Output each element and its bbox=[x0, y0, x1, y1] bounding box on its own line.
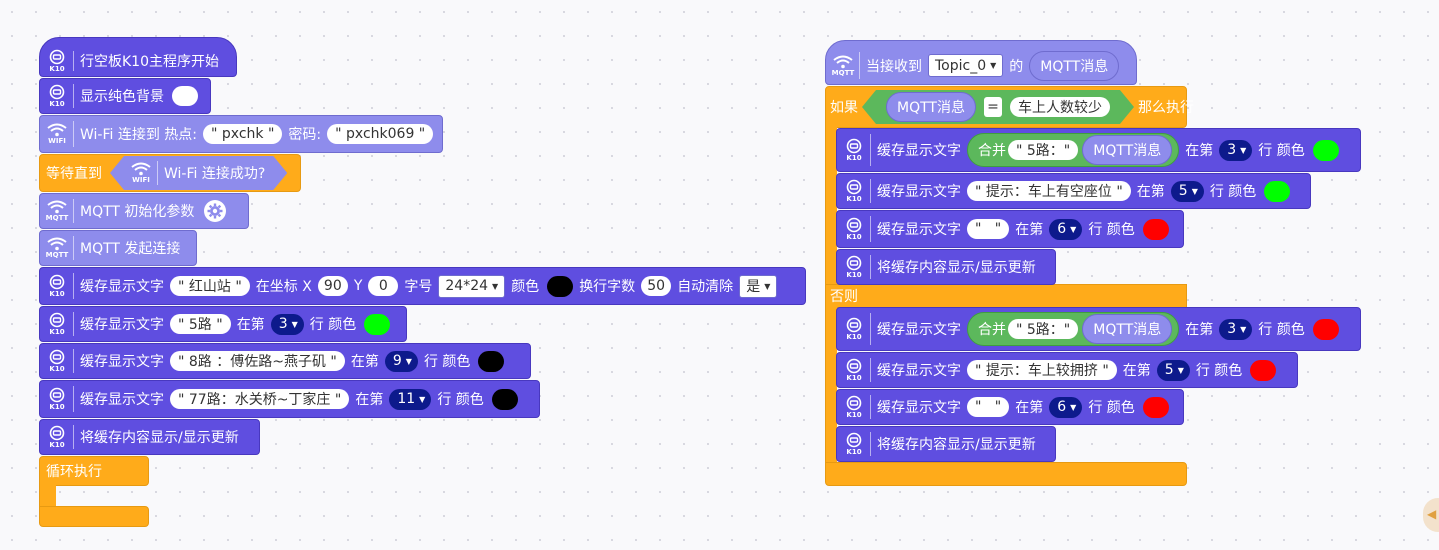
text-input[interactable]: " 5路：" bbox=[1008, 140, 1079, 160]
row-dropdown[interactable]: 5▼ bbox=[1156, 359, 1190, 381]
k10-icon: K10 bbox=[837, 250, 871, 284]
wifi-icon: WIFI bbox=[124, 156, 158, 190]
k10-icon: K10 bbox=[40, 268, 74, 304]
flush-display-block[interactable]: K10 将缓存内容显示/显示更新 bbox=[39, 419, 260, 455]
join-reporter[interactable]: 合并 " 5路：" MQTT消息 bbox=[967, 312, 1180, 346]
color-swatch[interactable] bbox=[1312, 318, 1339, 340]
row-dropdown[interactable]: 9▼ bbox=[384, 350, 418, 372]
k10-icon: K10 bbox=[837, 353, 871, 387]
color-swatch[interactable] bbox=[491, 388, 518, 410]
text-input[interactable]: " 红山站 " bbox=[170, 276, 250, 296]
mqtt-icon: MQTT bbox=[826, 47, 860, 84]
row-dropdown[interactable]: 3▼ bbox=[270, 313, 304, 335]
cache-join-text-block[interactable]: K10 缓存显示文字 合并 " 5路：" MQTT消息 在第 3▼ 行 颜色 bbox=[836, 307, 1361, 351]
solid-background-block[interactable]: K10 显示纯色背景 bbox=[39, 78, 211, 114]
flush-display-block[interactable]: K10 将缓存内容显示/显示更新 bbox=[836, 426, 1056, 462]
k10-main-start-block[interactable]: K10 行空板K10主程序开始 bbox=[39, 37, 237, 77]
color-swatch[interactable] bbox=[364, 313, 391, 335]
settings-gear-icon[interactable] bbox=[204, 200, 227, 222]
k10-icon: K10 bbox=[837, 308, 871, 350]
topic-dropdown[interactable]: Topic_0▼ bbox=[928, 54, 1004, 77]
row-dropdown[interactable]: 5▼ bbox=[1170, 180, 1204, 202]
mqtt-message-reporter[interactable]: MQTT消息 bbox=[1082, 135, 1173, 165]
wrap-count-input[interactable]: 50 bbox=[641, 276, 672, 296]
wait-until-block[interactable]: 等待直到 WIFI Wi-Fi 连接成功? bbox=[39, 154, 301, 192]
color-swatch[interactable] bbox=[478, 350, 505, 372]
join-reporter[interactable]: 合并 " 5路：" MQTT消息 bbox=[967, 133, 1180, 167]
k10-icon: K10 bbox=[837, 390, 871, 424]
color-swatch[interactable] bbox=[1142, 218, 1169, 240]
k10-icon: K10 bbox=[40, 46, 74, 76]
cache-text-row-block[interactable]: K10 缓存显示文字 " 提示：车上有空座位 " 在第 5▼ 行 颜色 bbox=[836, 173, 1311, 209]
mqtt-message-reporter[interactable]: MQTT消息 bbox=[886, 92, 976, 122]
mqtt-receive-hat-block[interactable]: MQTT 当接收到 Topic_0▼ 的 MQTT消息 bbox=[825, 40, 1137, 85]
flush-display-block[interactable]: K10 将缓存内容显示/显示更新 bbox=[836, 249, 1056, 285]
mqtt-init-block[interactable]: MQTT MQTT 初始化参数 bbox=[39, 193, 249, 229]
row-dropdown[interactable]: 6▼ bbox=[1049, 396, 1083, 418]
mqtt-icon: MQTT bbox=[40, 231, 74, 265]
color-swatch[interactable] bbox=[1264, 180, 1291, 202]
background-color-swatch[interactable] bbox=[172, 86, 198, 106]
wifi-icon: WIFI bbox=[40, 116, 74, 152]
password-input[interactable]: " pxchk069 " bbox=[327, 124, 434, 144]
ssid-input[interactable]: " pxchk " bbox=[203, 124, 283, 144]
row-dropdown[interactable]: 6▼ bbox=[1049, 218, 1083, 240]
k10-icon: K10 bbox=[837, 427, 871, 461]
text-input[interactable]: " " bbox=[967, 397, 1010, 417]
color-swatch[interactable] bbox=[1142, 396, 1169, 418]
wifi-connect-block[interactable]: WIFI Wi-Fi 连接到 热点: " pxchk " 密码: " pxchk… bbox=[39, 115, 443, 153]
text-input[interactable]: " 提示：车上有空座位 " bbox=[967, 181, 1131, 201]
y-input[interactable]: 0 bbox=[368, 276, 399, 296]
text-input[interactable]: " 5路：" bbox=[1008, 319, 1079, 339]
cache-text-row-block[interactable]: K10 缓存显示文字 " " 在第 6▼ 行 颜色 bbox=[836, 389, 1184, 425]
text-input[interactable]: " 提示：车上较拥挤 " bbox=[967, 360, 1117, 380]
row-dropdown[interactable]: 11▼ bbox=[389, 388, 432, 410]
if-else-block[interactable]: 如果 MQTT消息 = 车上人数较少 那么执行 否则 bbox=[825, 86, 1194, 486]
mqtt-icon: MQTT bbox=[40, 194, 74, 228]
text-input[interactable]: " 8路 ：傅佐路~燕子矶 " bbox=[170, 351, 345, 371]
cache-text-coordinate-block[interactable]: K10 缓存显示文字 " 红山站 " 在坐标 X 90 Y 0 字号 24*24… bbox=[39, 267, 806, 305]
auto-clear-dropdown[interactable]: 是▼ bbox=[739, 274, 778, 298]
forever-loop-block[interactable]: 循环执行 bbox=[39, 456, 149, 527]
mqtt-message-reporter[interactable]: MQTT消息 bbox=[1082, 314, 1173, 344]
text-input[interactable]: " 77路：水关桥~丁家庄 " bbox=[170, 389, 350, 409]
k10-icon: K10 bbox=[837, 211, 871, 247]
cache-text-row-block[interactable]: K10 缓存显示文字 " 8路 ：傅佐路~燕子矶 " 在第 9▼ 行 颜色 bbox=[39, 343, 531, 379]
x-input[interactable]: 90 bbox=[317, 276, 348, 296]
mqtt-message-reporter[interactable]: MQTT消息 bbox=[1029, 50, 1120, 81]
compare-value-input[interactable]: 车上人数较少 bbox=[1010, 97, 1110, 117]
k10-icon: K10 bbox=[40, 79, 74, 113]
cache-text-row-block[interactable]: K10 缓存显示文字 " " 在第 6▼ 行 颜色 bbox=[836, 210, 1184, 248]
cache-text-row-block[interactable]: K10 缓存显示文字 " 77路：水关桥~丁家庄 " 在第 11▼ 行 颜色 bbox=[39, 380, 540, 418]
color-swatch[interactable] bbox=[1312, 139, 1339, 161]
cache-text-row-block[interactable]: K10 缓存显示文字 " 提示：车上较拥挤 " 在第 5▼ 行 颜色 bbox=[836, 352, 1298, 388]
equals-condition[interactable]: MQTT消息 = 车上人数较少 bbox=[862, 90, 1134, 124]
wifi-connected-condition[interactable]: WIFI Wi-Fi 连接成功? bbox=[110, 156, 287, 190]
font-size-dropdown[interactable]: 24*24▼ bbox=[438, 274, 506, 298]
cache-join-text-block[interactable]: K10 缓存显示文字 合并 " 5路：" MQTT消息 在第 3▼ 行 颜色 bbox=[836, 128, 1361, 172]
row-dropdown[interactable]: 3▼ bbox=[1219, 318, 1253, 340]
color-swatch[interactable] bbox=[1250, 359, 1277, 381]
cache-text-row-block[interactable]: K10 缓存显示文字 " 5路 " 在第 3▼ 行 颜色 bbox=[39, 306, 407, 342]
k10-icon: K10 bbox=[40, 381, 74, 417]
k10-icon: K10 bbox=[40, 307, 74, 341]
mqtt-connect-block[interactable]: MQTT MQTT 发起连接 bbox=[39, 230, 197, 266]
row-dropdown[interactable]: 3▼ bbox=[1219, 139, 1253, 161]
text-input[interactable]: " " bbox=[967, 219, 1010, 239]
k10-icon: K10 bbox=[40, 420, 74, 454]
k10-icon: K10 bbox=[837, 174, 871, 208]
text-input[interactable]: " 5路 " bbox=[170, 314, 231, 334]
k10-icon: K10 bbox=[837, 129, 871, 171]
arrow-icon: ◀ bbox=[1427, 507, 1437, 521]
scroll-edge-handle[interactable]: ◀ bbox=[1423, 498, 1439, 532]
color-swatch[interactable] bbox=[547, 275, 574, 297]
k10-icon: K10 bbox=[40, 344, 74, 378]
